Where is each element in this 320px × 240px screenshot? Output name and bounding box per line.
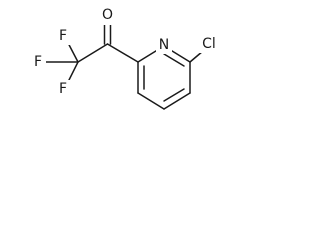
fluorine-bottom-atom-label: F [59,81,67,97]
chemical-structure: O N Cl F F F [30,5,220,110]
fluorine-left-atom-label: F [34,54,42,70]
oxygen-atom-label: O [102,7,113,23]
atom-labels: O N Cl F F F [34,7,216,97]
chlorine-atom-label: Cl [202,36,216,52]
ring-bond-c4-c3 [137,92,165,110]
ring-bond-c5-c4 [163,92,191,110]
ring-inner-bond-1 [163,53,185,67]
ring-inner-bond-2 [163,88,185,102]
label-backgrounds [30,5,220,98]
carbonyl-ring-bond [106,43,139,63]
fluorine-top-atom-label: F [59,28,67,44]
nitrogen-atom-label: N [159,37,169,53]
carbonyl-cf3-bond [77,43,109,63]
bonds [45,22,204,110]
